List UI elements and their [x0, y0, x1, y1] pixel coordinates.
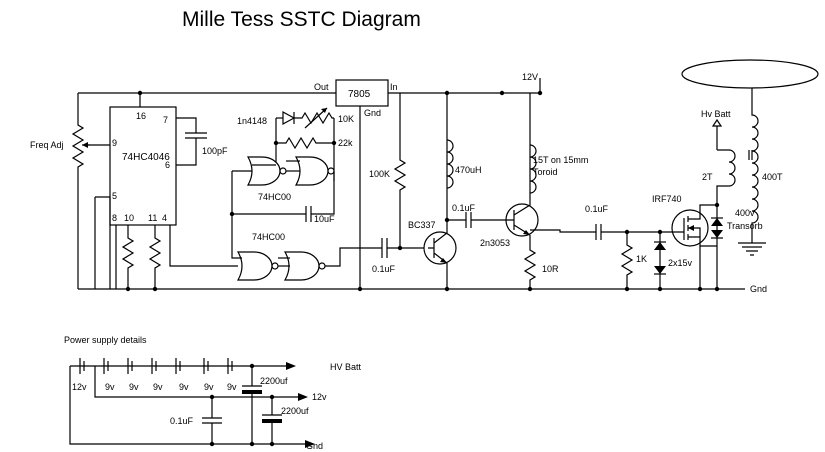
r100k-label: 100K — [369, 169, 390, 179]
pin4-label: 4 — [162, 213, 167, 223]
tv400-label: 400v — [735, 208, 755, 218]
r22k-label: 22k — [338, 138, 353, 148]
regulator-gnd-label: Gnd — [364, 108, 381, 118]
junction-dot — [249, 441, 255, 447]
ps-9v-label: 9v — [105, 382, 115, 392]
junction-dot — [209, 441, 215, 447]
junction-dot — [269, 394, 275, 400]
ps-2200uf-a-label: 2200uf — [260, 376, 288, 386]
power-supply: Power supply details HV Batt 12v 9v 9v 9… — [64, 335, 362, 451]
ps-9v-label: 9v — [204, 382, 214, 392]
junction-dot — [209, 394, 215, 400]
nand-gates-upper: 74HC00 10uF — [231, 156, 335, 224]
c10uf-label: 10uF — [314, 214, 335, 224]
junction-dot — [537, 90, 543, 96]
c100pf-label: 100pF — [202, 146, 228, 156]
ps-2200uf-b-label: 2200uf — [281, 406, 309, 416]
regulator-out-label: Out — [314, 82, 329, 92]
ic4046-label: 74HC4046 — [122, 152, 170, 163]
junction-dot — [499, 90, 505, 96]
junction-dot — [269, 441, 275, 447]
supply-12v-label: 12V — [522, 72, 538, 82]
ps-9v-label: 9v — [129, 382, 139, 392]
c01uf-a-label: 0.1uF — [372, 264, 396, 274]
toroid-label-1: 15T on 15mm — [533, 155, 588, 165]
junction-dot — [714, 286, 720, 292]
pin16-label: 16 — [136, 111, 146, 121]
junction-dot — [657, 286, 663, 292]
pin7-label: 7 — [163, 115, 168, 125]
ps-01uf-label: 0.1uF — [170, 416, 194, 426]
pin11-label: 11 — [148, 213, 157, 223]
transorb-label: Transorb — [727, 221, 763, 231]
ps-9v-label: 9v — [227, 382, 237, 392]
junction-dot — [331, 140, 337, 146]
junction-dot — [657, 229, 663, 235]
junction-dot — [714, 202, 720, 208]
pin8-label: 8 — [112, 213, 117, 223]
junction-dot — [697, 286, 703, 292]
pin5-label: 5 — [112, 191, 117, 201]
regulator-label: 7805 — [348, 89, 371, 100]
r10r-label: 10R — [542, 264, 559, 274]
r10k-label: 10K — [338, 114, 354, 124]
r1k-label: 1K — [636, 254, 647, 264]
t2-label: 2T — [702, 172, 713, 182]
ps-9v-label: 9v — [179, 382, 189, 392]
ps-9v-label: 9v — [153, 382, 163, 392]
ps-title: Power supply details — [64, 335, 147, 345]
tesla-coil: Hv Batt 2T 400T — [681, 59, 819, 256]
diode-resistor-network: 1n4148 10K 22k — [237, 107, 354, 181]
bc337-stage: 0.1uF 100K BC337 470uH — [369, 93, 482, 289]
ps-hv-batt-label: HV Batt — [330, 362, 362, 372]
pin10-label: 10 — [124, 213, 134, 223]
ground-rail: Gnd — [78, 284, 767, 294]
junction-dot — [357, 286, 363, 292]
irf740-label: IRF740 — [652, 194, 682, 204]
ps-out-12v-label: 12v — [312, 392, 327, 402]
pin6-label: 6 — [165, 160, 170, 170]
junction-dot — [152, 286, 158, 292]
irf740-stage: IRF740 400v Transorb — [652, 194, 763, 289]
t400-label: 400T — [762, 172, 783, 182]
zener-label: 2x15v — [668, 258, 693, 268]
hv-batt-label: Hv Batt — [701, 109, 731, 119]
gate-network: 1K 2x15v — [620, 232, 693, 289]
pin9-label: 9 — [112, 138, 117, 148]
hc00-upper-label: 74HC00 — [258, 192, 291, 202]
junction-dot — [624, 286, 630, 292]
q2n3053-stage: 0.1uF 2n3053 15T on 15mm Toroid 10R 0.1u… — [447, 93, 673, 289]
junction-dot — [624, 229, 630, 235]
regulator-in-label: In — [390, 82, 398, 92]
c01uf-b-label: 0.1uF — [452, 203, 476, 213]
ground-label: Gnd — [750, 284, 767, 294]
ps-gnd-label: Gnd — [306, 441, 323, 451]
junction-dot — [249, 363, 255, 369]
junction-dot — [397, 245, 403, 251]
junction-dot — [527, 286, 533, 292]
junction-dot — [273, 140, 279, 146]
nand-gates-lower: 74HC00 — [231, 214, 382, 281]
toroid-label-2: Toroid — [533, 167, 558, 177]
junction-dot — [444, 286, 450, 292]
freq-adj-pot: Freq Adj — [30, 93, 90, 289]
freq-adj-label: Freq Adj — [30, 140, 64, 150]
ic-74hc4046: 74HC4046 16 7 9 6 5 8 10 11 4 100pF — [88, 93, 238, 289]
regulator-7805: 7805 Out In Gnd — [314, 79, 398, 289]
bc337-label: BC337 — [408, 220, 436, 230]
junction-dot — [125, 286, 131, 292]
l470uh-label: 470uH — [455, 165, 482, 175]
diagram-title: Mille Tess SSTC Diagram — [182, 8, 421, 31]
hc00-lower-label: 74HC00 — [252, 232, 285, 242]
diode-label: 1n4148 — [237, 116, 267, 126]
q2n3053-label: 2n3053 — [480, 238, 510, 248]
ps-12v-label: 12v — [72, 382, 87, 392]
top-rail — [78, 78, 541, 94]
c01uf-c-label: 0.1uF — [585, 204, 609, 214]
